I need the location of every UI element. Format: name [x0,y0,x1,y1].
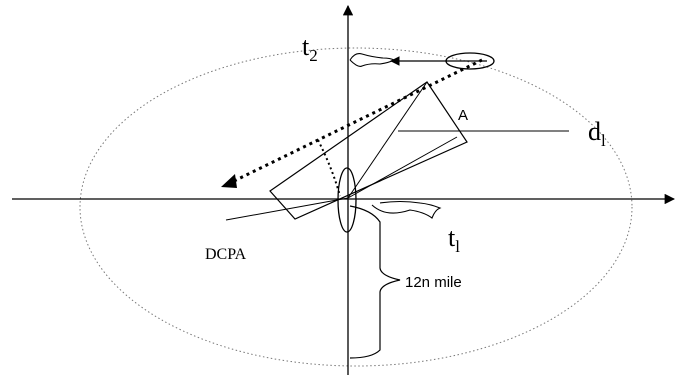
label-t2: t2 [302,32,318,65]
t1-brace [371,200,442,219]
range-circle [79,47,633,367]
relative-motion-arrowhead [221,174,237,188]
label-a: A [458,107,468,124]
own-ship-ellipse [337,167,357,233]
line-to-a-upper [347,81,428,199]
label-dcpa: DCPA [205,246,247,263]
label-d1: dl [588,117,606,150]
range-brace [349,205,401,359]
label-range: 12n mile [405,274,462,291]
dcpa-line [225,197,349,221]
cpa-dotted-curve [317,139,341,197]
line-to-a-lower [347,136,458,199]
collision-region [269,81,468,220]
label-t1: tl [448,223,460,256]
relative-motion-line [231,58,483,184]
t2-brace [349,53,396,67]
